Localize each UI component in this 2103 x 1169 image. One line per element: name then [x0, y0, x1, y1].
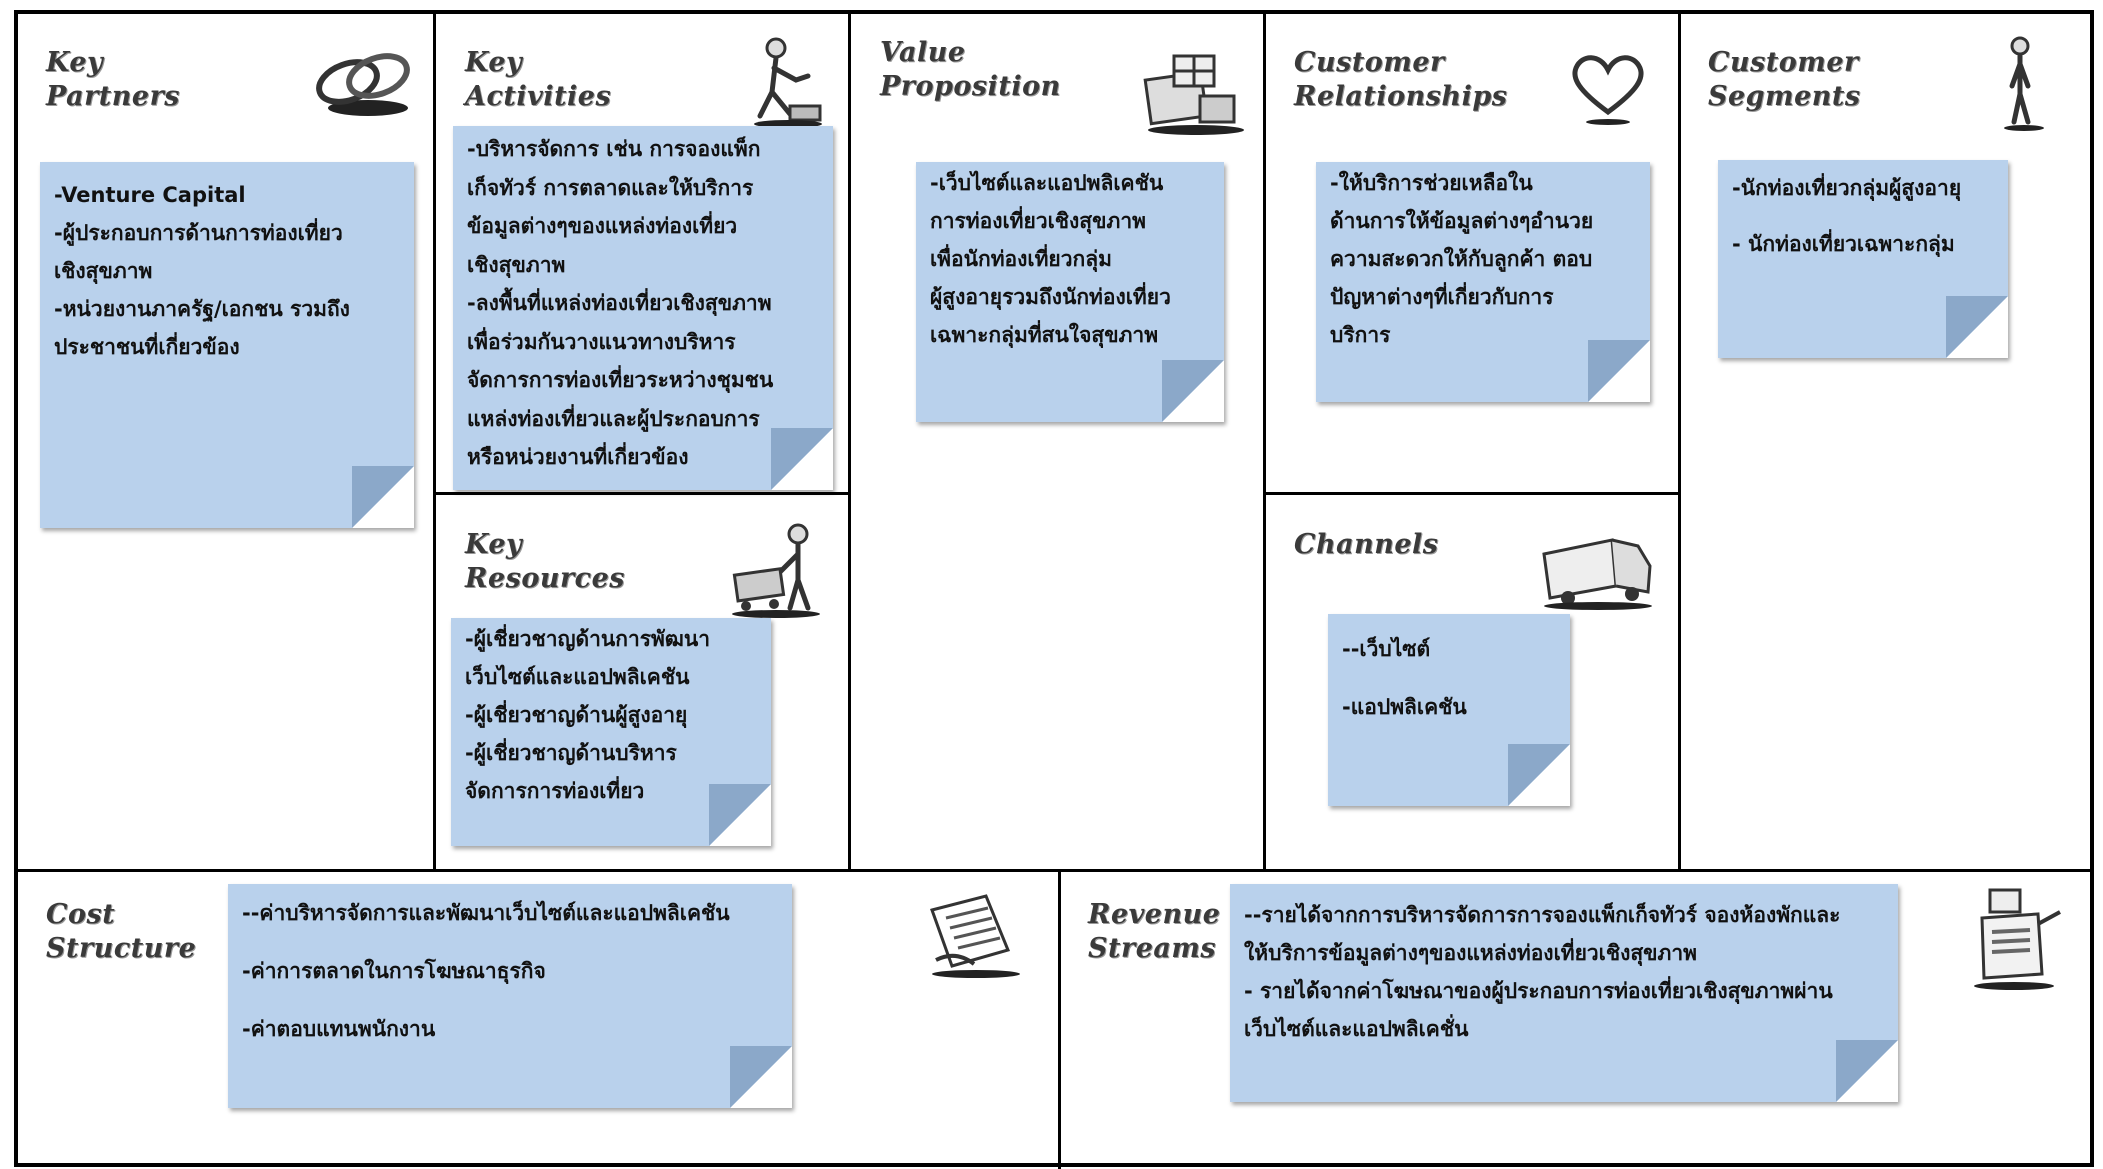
list-item: - นักท่องเที่ยวเฉพาะกลุ่ม [1732, 232, 1955, 256]
list-item: ผู้สูงอายุรวมถึงนักท่องเที่ยว [930, 285, 1171, 309]
list-item: ความสะดวกให้กับลูกค้า ตอบ [1330, 247, 1593, 271]
title-line: Customer [1294, 47, 1445, 78]
list-item: หรือหน่วยงานที่เกี่ยวข้อง [467, 445, 689, 469]
divider [1058, 869, 1061, 1169]
list-item: บริการ [1330, 323, 1391, 347]
list-item: -Venture Capital [54, 183, 246, 207]
delivery-truck-icon [1542, 538, 1652, 610]
list-item: -บริหารจัดการ เช่น การจองแพ็ก [467, 137, 761, 161]
title-line: Relationships [1294, 81, 1508, 112]
title-line: Proposition [880, 71, 1061, 102]
list-item: -นักท่องเที่ยวกลุ่มผู้สูงอายุ [1732, 176, 1962, 200]
list-item: เชิงสุขภาพ [467, 252, 566, 277]
key-activities-note: -บริหารจัดการ เช่น การจองแพ็ก เก็จทัวร์ … [453, 126, 833, 490]
list-item: -ลงพื้นที่แหล่งท่องเที่ยวเชิงสุขภาพ [467, 291, 772, 315]
divider [1263, 492, 1681, 495]
list-item: ประชาชนที่เกี่ยวข้อง [54, 335, 240, 359]
list-item: เพื่อร่วมกันวางแนวทางบริหาร [467, 329, 736, 354]
key-partners-note: -Venture Capital -ผู้ประกอบการด้านการท่อ… [40, 162, 414, 528]
channels-title: Channels [1294, 528, 1439, 562]
list-item: จัดการการท่องเที่ยว [465, 779, 645, 803]
list-item: -หน่วยงานภาครัฐ/เอกชน รวมถึง [54, 297, 350, 321]
list-item: เว็บไซต์และแอปพลิเคชัน [465, 665, 690, 689]
customer-relationships-title: Customer Relationships [1294, 46, 1507, 114]
divider [1678, 14, 1681, 869]
key-partners-title: Key Partners [46, 46, 180, 114]
cost-structure-title: Cost Structure [46, 898, 196, 966]
title-line: Partners [46, 81, 181, 112]
value-proposition-title: Value Proposition [880, 36, 1061, 104]
list-item: --เว็บไซต์ [1342, 637, 1431, 661]
value-proposition-note: -เว็บไซต์และแอปพลิเคชัน การท่องเที่ยวเชิ… [916, 162, 1224, 422]
list-item: ด้านการให้ข้อมูลต่างๆอำนวย [1330, 209, 1594, 233]
list-item: -ผู้เชี่ยวชาญด้านผู้สูงอายุ [465, 703, 688, 727]
list-item: จัดการการท่องเที่ยวระหว่างชุมชน [467, 368, 774, 392]
title-line: Key [465, 529, 523, 560]
list-item: -ผู้ประกอบการด้านการท่องเที่ยว [54, 221, 343, 245]
invoice-paper-icon [930, 894, 1020, 978]
divider [848, 14, 851, 869]
list-item: เพื่อนักท่องเที่ยวกลุ่ม [930, 247, 1112, 271]
divider [1263, 14, 1266, 869]
title-line: Customer [1708, 47, 1859, 78]
person-with-cart-icon [732, 523, 820, 618]
title-line: Revenue [1088, 899, 1221, 930]
list-item: แหล่งท่องเที่ยวและผู้ประกอบการ [467, 406, 760, 431]
revenue-streams-note: --รายได้จากการบริหารจัดการการจองแพ็กเก็จ… [1230, 884, 1898, 1102]
list-item: -ผู้เชี่ยวชาญด้านการพัฒนา [465, 627, 711, 651]
list-item: -ผู้เชี่ยวชาญด้านบริหาร [465, 741, 677, 765]
key-resources-title: Key Resources [465, 528, 625, 596]
key-activities-title: Key Activities [465, 46, 611, 114]
list-item: --ค่าบริหารจัดการและพัฒนาเว็บไซต์และแอปพ… [242, 901, 730, 925]
title-line: Cost [46, 899, 116, 930]
business-model-canvas: Key Partners -Venture Capital -ผู้ประกอบ… [14, 10, 2094, 1169]
heart-icon [1572, 55, 1644, 125]
list-item: ปัญหาต่างๆที่เกี่ยวกับการ [1330, 285, 1554, 309]
list-item: เว็บไซต์และแอปพลิเคชั่น [1244, 1017, 1469, 1041]
title-line: Resources [465, 563, 626, 594]
title-line: Channels [1294, 529, 1439, 560]
list-item: การท่องเที่ยวเชิงสุขภาพ [930, 209, 1146, 233]
key-resources-note: -ผู้เชี่ยวชาญด้านการพัฒนา เว็บไซต์และแอป… [451, 618, 771, 846]
customer-segments-title: Customer Segments [1708, 46, 1861, 114]
title-line: Segments [1708, 81, 1861, 112]
person-working-icon [754, 37, 822, 128]
divider [18, 869, 2090, 872]
list-item: --รายได้จากการบริหารจัดการการจองแพ็กเก็จ… [1244, 903, 1841, 927]
cost-structure-note: --ค่าบริหารจัดการและพัฒนาเว็บไซต์และแอปพ… [228, 884, 792, 1108]
divider [433, 492, 851, 495]
list-item: ข้อมูลต่างๆของแหล่งท่องเที่ยว [467, 214, 738, 238]
title-line: Activities [465, 81, 612, 112]
list-item: - รายได้จากค่าโฆษณาของผู้ประกอบการท่องเท… [1244, 979, 1833, 1003]
list-item: เก็จทัวร์ การตลาดและให้บริการ [467, 175, 754, 200]
list-item: -เว็บไซต์และแอปพลิเคชัน [930, 171, 1164, 195]
cash-register-icon [1974, 888, 2061, 990]
list-item: -ค่าตอบแทนพนักงาน [242, 1017, 436, 1041]
list-item: เชิงสุขภาพ [54, 259, 153, 283]
customer-segments-note: -นักท่องเที่ยวกลุ่มผู้สูงอายุ - นักท่องเ… [1718, 160, 2008, 358]
list-item: -แอปพลิเคชัน [1342, 695, 1467, 719]
title-line: Streams [1088, 933, 1217, 964]
title-line: Key [465, 47, 523, 78]
list-item: -ค่าการตลาดในการโฆษณาธุรกิจ [242, 959, 546, 983]
list-item: -ให้บริการช่วยเหลือใน [1330, 171, 1533, 195]
list-item: ให้บริการข้อมูลต่างๆของแหล่งท่องเที่ยวเช… [1244, 941, 1698, 965]
title-line: Structure [46, 933, 197, 964]
standing-person-icon [2004, 36, 2044, 131]
channels-note: --เว็บไซต์ -แอปพลิเคชัน [1328, 614, 1570, 806]
title-line: Value [880, 37, 966, 68]
revenue-streams-title: Revenue Streams [1088, 898, 1220, 966]
divider [433, 14, 436, 869]
gift-boxes-icon [1143, 54, 1244, 135]
title-line: Key [46, 47, 104, 78]
chain-links-icon [316, 53, 410, 116]
customer-relationships-note: -ให้บริการช่วยเหลือใน ด้านการให้ข้อมูลต่… [1316, 162, 1650, 402]
list-item: เฉพาะกลุ่มที่สนใจสุขภาพ [930, 323, 1159, 347]
